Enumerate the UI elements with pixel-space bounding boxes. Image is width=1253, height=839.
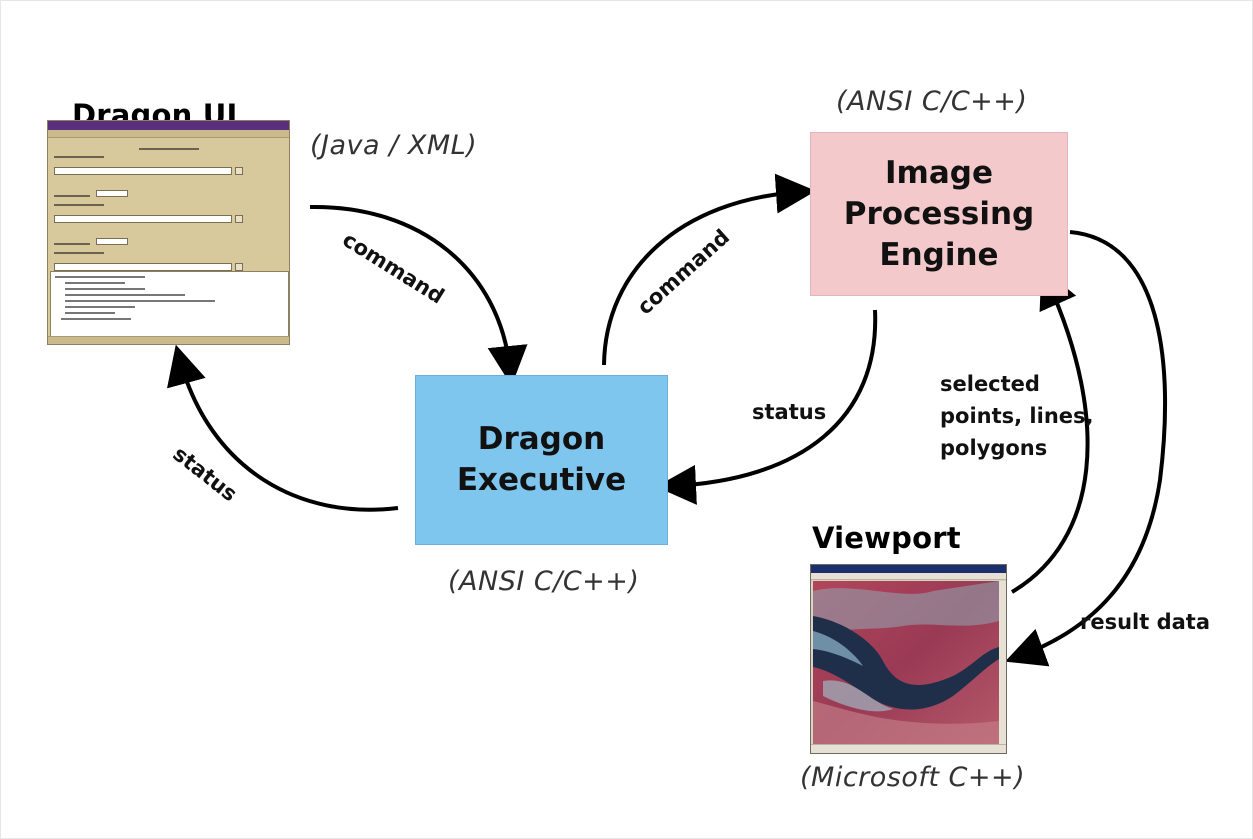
arrow-engine-to-viewport — [1005, 230, 1168, 667]
arrow-executive-to-ui — [167, 344, 399, 512]
arrow-engine-to-executive — [656, 309, 878, 505]
dragon-ui-titlebar — [48, 121, 289, 130]
dragon-ui-form-header — [138, 148, 199, 150]
viewport-statusbar — [811, 744, 1006, 753]
dragon-ui-language: (Java / XML) — [310, 130, 478, 161]
engine-language: (ANSI C/C++) — [836, 86, 1028, 117]
viewport-screenshot — [810, 564, 1007, 754]
edge-label-engine-to-viewport: result data — [1080, 610, 1211, 634]
arrow-viewport-to-engine — [1010, 267, 1090, 594]
viewport-menubar — [811, 573, 1006, 580]
dragon-executive-box: Dragon Executive — [415, 375, 668, 545]
dragon-ui-help-text — [50, 271, 289, 338]
dragon-ui-form-row — [54, 156, 289, 201]
executive-language: (ANSI C/C++) — [448, 566, 640, 597]
satellite-image — [813, 581, 999, 745]
arrow-ui-to-executive — [309, 204, 528, 386]
edge-label-engine-to-executive: status — [752, 400, 827, 424]
dragon-ui-statusbar — [48, 336, 289, 344]
viewport-title: Viewport — [812, 521, 961, 555]
dragon-ui-menubar — [48, 130, 289, 138]
viewport-scrollbar — [999, 581, 1006, 745]
image-processing-engine-box: Image Processing Engine — [810, 132, 1068, 296]
edge-label-viewport-to-engine: selected points, lines, polygons — [940, 372, 1094, 460]
viewport-titlebar — [811, 565, 1006, 573]
dragon-ui-form-row — [54, 204, 289, 249]
arrow-executive-to-engine — [602, 173, 816, 366]
dragon-ui-screenshot — [47, 120, 290, 345]
viewport-language: (Microsoft C++) — [800, 762, 1026, 793]
